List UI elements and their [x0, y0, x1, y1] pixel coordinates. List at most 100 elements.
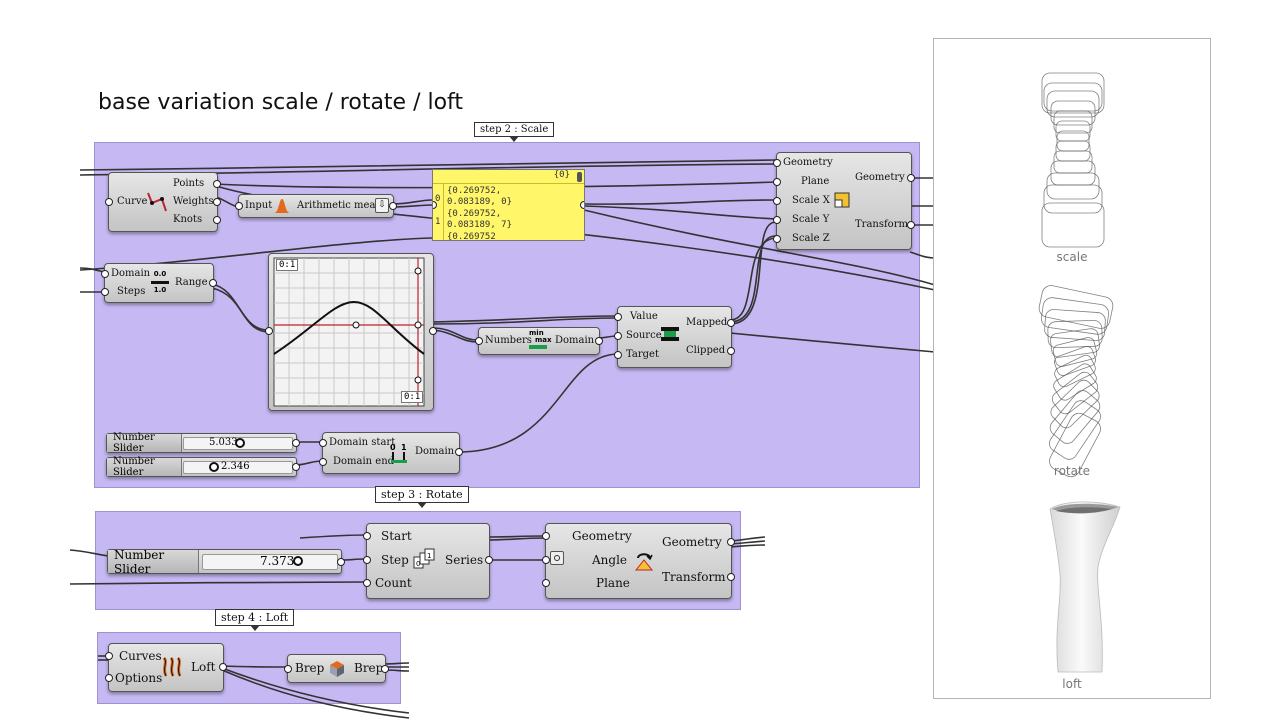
series-output-label: Series — [445, 553, 484, 567]
number-slider-3[interactable]: Number Slider 7.373 — [107, 548, 345, 576]
remap-value-input-label: Value — [630, 311, 658, 322]
series-count-input-label: Count — [375, 576, 412, 590]
bounds-output-label: Domain — [555, 335, 595, 346]
loft-component[interactable]: Curves Options Loft — [105, 643, 227, 692]
rotate-angle-input-label: Angle — [592, 553, 628, 567]
svg-text:0: 0 — [416, 560, 420, 568]
remap-component[interactable]: Value Source Target Mapped Clipped — [614, 306, 735, 368]
group-tag-rotate[interactable]: step 3 : Rotate — [375, 486, 469, 508]
mean-input-port[interactable] — [235, 202, 243, 210]
series-start-input-port[interactable] — [363, 532, 371, 540]
graph-input-port[interactable] — [265, 327, 273, 335]
series-output-port[interactable] — [485, 556, 493, 564]
slider-1-knob[interactable] — [235, 438, 245, 448]
construct-domain-component[interactable]: Domain start Domain end 0 1 Domain — [319, 432, 463, 474]
slider-2-knob[interactable] — [209, 462, 219, 472]
remap-value-input-port[interactable] — [614, 313, 622, 321]
rotate-plane-input-port[interactable] — [542, 579, 550, 587]
slider-2-name: Number Slider — [107, 456, 182, 478]
knots-output-port[interactable] — [213, 216, 221, 224]
preview-label-scale: scale — [1056, 250, 1088, 264]
scale-transform-output-port[interactable] — [907, 221, 915, 229]
rotate-geometry-input-port[interactable] — [542, 532, 550, 540]
rotate-preview-image — [1038, 285, 1114, 478]
slider-1-output-port[interactable] — [292, 439, 300, 447]
scale-geometry-output-port[interactable] — [907, 174, 915, 182]
weights-output-port[interactable] — [213, 198, 221, 206]
range-domain-input-label: Domain — [111, 268, 151, 279]
loft-curves-input-port[interactable] — [105, 652, 113, 660]
brep-output-port[interactable] — [381, 665, 389, 673]
slider-3-knob[interactable] — [293, 556, 303, 566]
brep-input-port[interactable] — [284, 665, 292, 673]
bounds-output-port[interactable] — [595, 337, 603, 345]
rotate-component[interactable]: Geometry Angle Plane Geometry Transform — [542, 523, 735, 599]
domain-icon: 0 1 — [390, 443, 407, 463]
scale-z-input-port[interactable] — [773, 235, 781, 243]
remap-target-input-port[interactable] — [614, 351, 622, 359]
loft-preview-image — [1049, 501, 1121, 673]
brep-output-label: Brep — [354, 661, 384, 675]
domain-end-input-port[interactable] — [319, 458, 327, 466]
mean-output-port[interactable] — [389, 202, 397, 210]
panel-output-port[interactable] — [580, 201, 584, 209]
number-slider-2[interactable]: Number Slider 2.346 — [106, 456, 300, 478]
range-domain-input-port[interactable] — [101, 270, 109, 278]
bounds-component[interactable]: Numbers min max Domain — [475, 327, 603, 355]
slider-3-name: Number Slider — [108, 548, 199, 576]
scale-x-input-port[interactable] — [773, 197, 781, 205]
range-icon: 0.0 1.0 — [151, 270, 169, 294]
bounds-icon-min: min — [529, 329, 544, 337]
group-tag-loft[interactable]: step 4 : Loft — [215, 609, 295, 631]
remap-clipped-output-port[interactable] — [727, 347, 735, 355]
domain-output-label: Domain — [415, 446, 455, 457]
loft-options-input-port[interactable] — [105, 674, 113, 682]
rotate-geometry-output-port[interactable] — [727, 538, 735, 546]
graph-mapper-component[interactable]: 0:1 0:1 — [265, 253, 437, 411]
graph-output-port[interactable] — [429, 327, 437, 335]
domain-output-port[interactable] — [455, 448, 463, 456]
bounds-icon: min max — [529, 330, 552, 351]
range-component[interactable]: Domain Steps Range 0.0 1.0 — [101, 263, 217, 303]
data-panel[interactable]: {0} 0 {0.269752, 0.083189, 0} 1 {0.26975… — [432, 169, 585, 241]
arithmetic-mean-component[interactable]: Input Arithmetic mean ⇩ — [235, 194, 397, 218]
range-steps-input-port[interactable] — [101, 288, 109, 296]
rotate-angle-input-port[interactable] — [542, 556, 550, 564]
brep-component[interactable]: Brep Brep — [284, 654, 389, 683]
series-component[interactable]: Start Step Count 0 1 Series — [363, 523, 493, 599]
curve-params-component[interactable]: Curve Points Weights Knots — [105, 172, 221, 232]
points-output-port[interactable] — [213, 180, 221, 188]
series-count-input-port[interactable] — [363, 579, 371, 587]
scale-geometry-input-port[interactable] — [773, 159, 781, 167]
scale-nu-component[interactable]: Geometry Plane Scale X Scale Y Scale Z G… — [773, 152, 915, 250]
bounds-input-port[interactable] — [475, 337, 483, 345]
rotate-transform-output-port[interactable] — [727, 573, 735, 581]
graph-area[interactable] — [273, 257, 425, 407]
panel-scrollbar[interactable] — [577, 172, 582, 182]
scale-z-input-label: Scale Z — [792, 233, 830, 244]
scale-plane-input-label: Plane — [801, 176, 830, 187]
scale-y-input-port[interactable] — [773, 216, 781, 224]
loft-curves-input-label: Curves — [119, 649, 162, 663]
series-step-input-port[interactable] — [363, 556, 371, 564]
range-output-port[interactable] — [209, 279, 217, 287]
remap-source-input-port[interactable] — [614, 332, 622, 340]
curve-input-port[interactable] — [105, 198, 113, 206]
angle-degrees-toggle[interactable] — [550, 551, 564, 565]
panel-row-value: {0.269752, 0.083189, 0} — [447, 186, 513, 207]
slider-2-output-port[interactable] — [292, 463, 300, 471]
group-tag-scale[interactable]: step 2 : Scale — [474, 122, 555, 142]
preview-label-loft: loft — [1062, 677, 1082, 691]
mean-dropdown-icon[interactable]: ⇩ — [375, 198, 389, 213]
rotate-geometry-input-label: Geometry — [572, 529, 632, 543]
slider-3-output-port[interactable] — [337, 558, 345, 566]
scale-plane-input-port[interactable] — [773, 178, 781, 186]
domain-start-input-port[interactable] — [319, 439, 327, 447]
remap-mapped-output-port[interactable] — [727, 319, 735, 327]
loft-output-port[interactable] — [219, 663, 227, 671]
scale-icon — [834, 192, 850, 208]
number-slider-1[interactable]: Number Slider 5.033 — [106, 432, 300, 454]
svg-text:0: 0 — [390, 443, 396, 452]
domain-start-input-label: Domain start — [329, 437, 396, 448]
